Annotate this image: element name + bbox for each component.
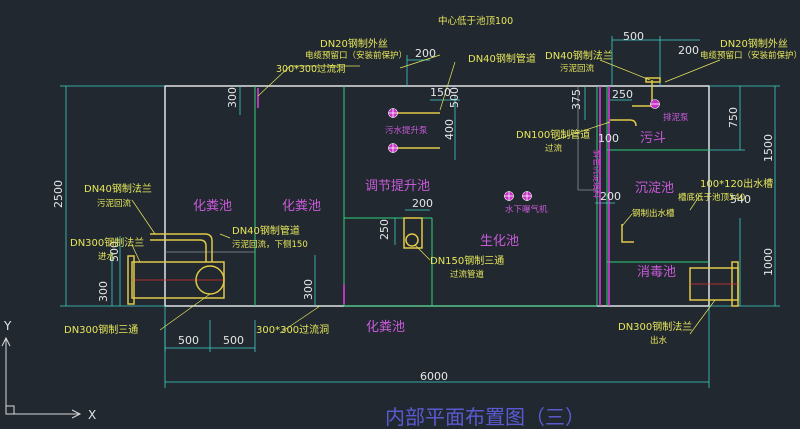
dim-right-375: 375 [570,89,583,110]
dim-left-300: 300 [97,281,110,302]
dim-right-1000: 1000 [762,248,775,276]
pool-label-disinfect: 消毒池 [637,265,676,280]
note-opening-300-bottom: 300*300过流洞 [256,323,329,336]
dn150-tee [403,217,423,249]
note-dn40-right-1: DN40钢制法兰 [545,49,613,62]
dim-mid-200-b: 200 [600,190,621,203]
dim-top-150: 150 [430,86,451,99]
sludge-pump-icon [650,99,660,109]
dim-bottom-500-b: 500 [223,334,244,347]
note-aerator: 水下曝气机 [505,204,548,215]
tank-outline [164,85,710,307]
lift-pump-1-icon [388,108,398,118]
note-dn40-left-1: DN40钢制法兰 [84,182,152,195]
note-dn20-left-2: 电缆预留口（安装前保护） [305,50,407,61]
pool-label-septic-bottom: 化粪池 [366,320,405,335]
ucs-axis-icon [1,336,82,419]
aerator-2-icon [522,191,532,201]
dim-right-100: 100 [598,132,619,145]
note-dn150-1: DN150钢制三通 [430,254,504,267]
note-dn300-out-2: 出水 [650,335,668,346]
note-sludge-pump: 排泥泵 [663,112,689,123]
leader-lines [131,54,721,335]
note-dn100-1: DN100钢制管道 [516,128,590,141]
pool-label-septic-1: 化粪池 [193,199,232,214]
dimension-lines [60,36,780,388]
internal-details [165,86,597,253]
pool-label-settling: 沉淀池 [635,181,674,196]
note-dn150-2: 过流管道 [450,269,485,280]
note-dn40-mid-2: 污泥回流，下侧150 [232,239,308,250]
note-dn40-mid-1: DN40钢制管道 [232,224,300,237]
dim-left-500: 500 [108,241,121,262]
dimension-texts: 6000 2500 300 500 500 500 200 150 500 40… [52,30,775,383]
note-dn300-inlet-2: 进水 [98,251,116,262]
dim-mid-200-a: 200 [412,197,433,210]
note-center-low: 中心低于池顶100 [438,15,513,27]
tank-outer-wall [164,85,710,307]
inlet-flange [127,255,135,305]
note-dn300-inlet-1: DN300钢制法兰 [70,236,144,249]
dim-right-750: 750 [727,107,740,128]
dim-top-500: 500 [448,87,461,108]
dim-inner-300: 300 [302,279,315,300]
dim-mid-250: 250 [378,219,391,240]
note-weir-2: 槽底低于池顶540 [678,192,745,203]
equipment-symbols [388,99,660,201]
dim-right-1500: 1500 [762,134,775,162]
note-dn20-right-2: 电缆预留口（安装前保护） [700,50,800,61]
dim-right-500: 500 [623,30,644,43]
annotation-texts: 中心低于池顶100 DN20钢制外丝 电缆预留口（安装前保护） 300*300过… [64,15,800,346]
dim-inner-300-top: 300 [226,87,239,108]
dn100-overflow [610,119,637,127]
note-opening-300-top: 300*300过流洞 [276,63,346,75]
return-pipe-dn40-right [632,80,653,107]
dim-total-width: 6000 [420,370,448,383]
note-dn300-tee: DN300钢制三通 [64,323,138,336]
dim-right-540: 540 [730,193,751,206]
axis-label-y: Y [3,319,12,333]
note-dn40-right-2: 污泥回流 [560,63,595,74]
dim-top-200: 200 [415,47,436,60]
pool-label-regulating: 调节提升池 [365,178,430,194]
dim-top-400: 400 [443,119,456,140]
dim-total-height: 2500 [52,180,65,208]
dim-bottom-500-a: 500 [178,334,199,347]
lift-pump-2-icon [388,143,398,153]
return-pipe-dn40-left [150,233,213,262]
pool-labels: 化粪池 化粪池 化粪池 调节提升池 生化池 沉淀池 消毒池 污斗 [193,131,676,335]
dim-right-250: 250 [612,88,633,101]
note-lift-pump: 污水提升泵 [385,125,428,136]
magenta-markers [257,86,610,306]
aerator-1-icon [504,191,514,201]
pool-label-sludge: 污斗 [640,131,666,146]
note-weir-1: 100*120出水槽 [700,177,773,190]
dim-right-200: 200 [678,44,699,57]
axis-label-x: X [88,408,96,422]
drawing-title: 内部平面布置图（三） [385,405,585,429]
pool-label-septic-2: 化粪池 [282,199,321,214]
note-dn20-right-1: DN20钢制外丝 [720,37,788,50]
pool-label-bio: 生化池 [480,234,519,249]
note-dn40-top-pipe: DN40钢制管道 [468,52,536,65]
note-dn300-out-1: DN300钢制法兰 [618,320,692,333]
note-dn100-2: 过流 [545,143,563,154]
note-outlet-trough: 钢制出水槽 [632,208,675,219]
outlet-trough [621,224,634,243]
note-dn40-left-2: 污泥回流 [97,198,132,209]
note-inclined-plate: 斜管沉淀填料 [592,150,602,198]
note-dn20-left-1: DN20钢制外丝 [320,37,388,50]
